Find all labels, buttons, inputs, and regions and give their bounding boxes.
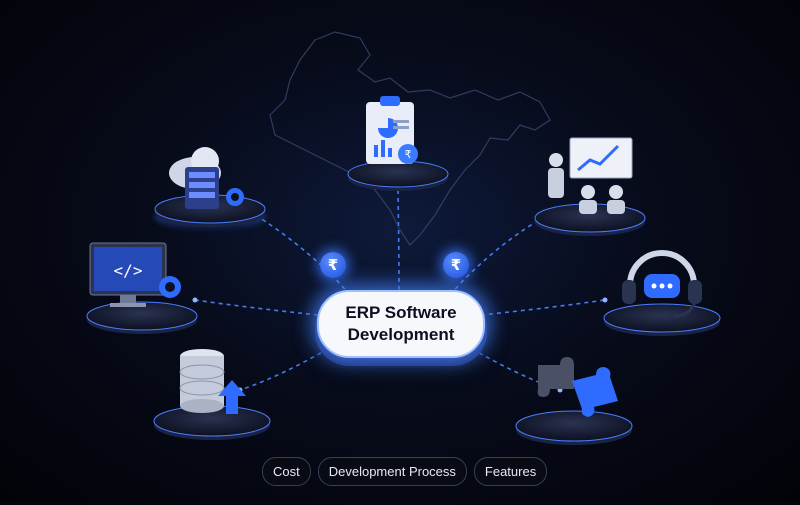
- svg-text:₹: ₹: [405, 148, 412, 161]
- tag-features[interactable]: Features: [473, 457, 548, 486]
- headset-chat-icon: [622, 250, 702, 318]
- presentation-platform: [534, 137, 646, 236]
- report-clipboard-icon: ₹: [366, 96, 418, 164]
- report-platform: ₹: [347, 96, 449, 191]
- code-monitor-icon: </>: [89, 242, 181, 307]
- center-title-line1: ERP Software: [345, 303, 457, 322]
- tag-development-process[interactable]: Development Process: [317, 457, 467, 486]
- puzzle-icon: [537, 357, 618, 417]
- rupee-coin-right: ₹: [443, 252, 469, 278]
- puzzle-platform: [515, 357, 633, 445]
- rupee-coin-left: ₹: [320, 252, 346, 278]
- svg-text:</>: </>: [114, 261, 143, 280]
- code-monitor-platform: </>: [86, 242, 198, 334]
- headset-platform: [603, 250, 721, 336]
- database-platform: [153, 349, 271, 440]
- tag-cost[interactable]: Cost: [262, 457, 311, 486]
- center-title-pill: ERP Software Development: [317, 290, 485, 358]
- topic-tags: Cost Development Process Features: [262, 457, 548, 486]
- cloud-server-icon: [169, 147, 244, 209]
- presentation-icon: [548, 137, 633, 214]
- center-title-line2: Development: [347, 325, 455, 344]
- database-upload-icon: [179, 349, 246, 414]
- map-outline: [269, 31, 551, 246]
- cloud-server-platform: [154, 147, 266, 230]
